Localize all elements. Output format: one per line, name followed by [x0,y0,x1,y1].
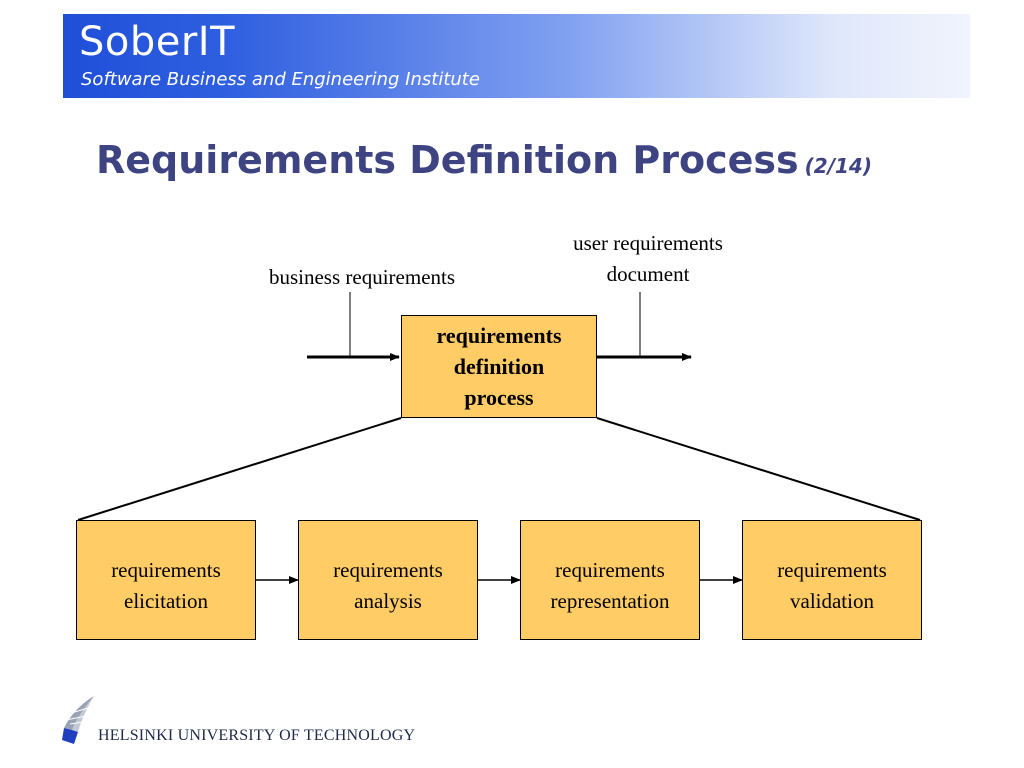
step-box-analysis: requirements analysis [298,520,478,640]
header-band: SoberIT Software Business and Engineerin… [63,14,970,98]
slide-page-number: (2/14) [804,154,872,178]
step-line2: analysis [354,589,422,613]
main-process-line1: requirements [436,323,562,348]
step-line2: elicitation [124,589,208,613]
step-line1: requirements [111,558,221,582]
output-label-line2: document [606,262,690,286]
output-label: user requirements document [540,228,756,290]
slide-title: Requirements Definition Process(2/14) [96,136,996,186]
main-process-box: requirements definition process [401,315,597,418]
main-process-line2: definition [453,354,545,379]
brand-subtitle: Software Business and Engineering Instit… [81,69,480,90]
step-box-elicitation: requirements elicitation [76,520,256,640]
output-label-line1: user requirements [573,231,723,255]
brand-title: SoberIT [79,19,236,65]
input-label: business requirements [236,262,488,293]
step-box-validation: requirements validation [742,520,922,640]
main-process-line3: process [464,385,534,410]
decomposition-line-right [596,417,921,521]
step-line2: representation [550,589,670,613]
step-line1: requirements [777,558,887,582]
step-line2: validation [790,589,874,613]
wing-logo-icon [62,696,94,744]
step-box-representation: requirements representation [520,520,700,640]
step-line1: requirements [333,558,443,582]
input-label-text: business requirements [268,265,456,289]
decomposition-line-left [77,417,402,521]
footer-institution: HELSINKI UNIVERSITY OF TECHNOLOGY [98,727,416,744]
slide-title-text: Requirements Definition Process [96,138,799,182]
step-line1: requirements [555,558,665,582]
